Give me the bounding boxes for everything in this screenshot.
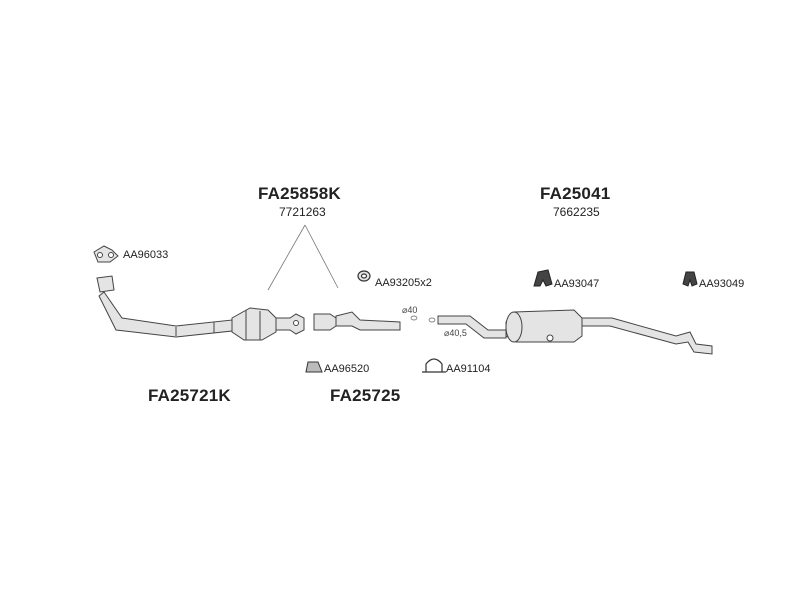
diameter-marker-lines bbox=[410, 315, 436, 323]
diameter-label-40: ⌀40 bbox=[402, 305, 418, 315]
rear-silencer-oe-number: 7662235 bbox=[553, 205, 600, 219]
ring-gasket-icon bbox=[357, 270, 371, 282]
catalyst-oe-number: 7721263 bbox=[279, 205, 326, 219]
clamp-ring-icon bbox=[305, 361, 323, 373]
front-pipe-code: FA25721K bbox=[148, 386, 231, 405]
mid-pipe-code: FA25725 bbox=[330, 386, 401, 405]
rubber-mount-part-number: AA93047 bbox=[554, 278, 600, 290]
rubber-hanger-part-number: AA93049 bbox=[699, 278, 745, 290]
front-pipe bbox=[96, 275, 233, 338]
gasket-icon bbox=[93, 245, 119, 263]
u-clamp-icon bbox=[422, 358, 446, 373]
connecting-pipe bbox=[437, 315, 507, 339]
rear-silencer bbox=[505, 309, 713, 355]
rear-silencer-code: FA25041 bbox=[540, 184, 611, 203]
diameter-label-40-5: ⌀40,5 bbox=[444, 328, 467, 338]
ring-gasket-part-number: AA93205x2 bbox=[375, 277, 432, 289]
catalyst-code: FA25858K bbox=[258, 184, 341, 203]
u-clamp-part-number: AA91104 bbox=[446, 363, 491, 375]
clamp-ring-part-number: AA96520 bbox=[324, 363, 370, 375]
gasket-part-number: AA96033 bbox=[123, 249, 169, 261]
catalyst-callout-lines bbox=[267, 224, 339, 291]
rubber-mount-icon bbox=[533, 269, 553, 287]
mid-pipe bbox=[313, 311, 401, 331]
rubber-hanger-icon bbox=[682, 271, 698, 287]
catalyst-converter bbox=[231, 307, 305, 341]
